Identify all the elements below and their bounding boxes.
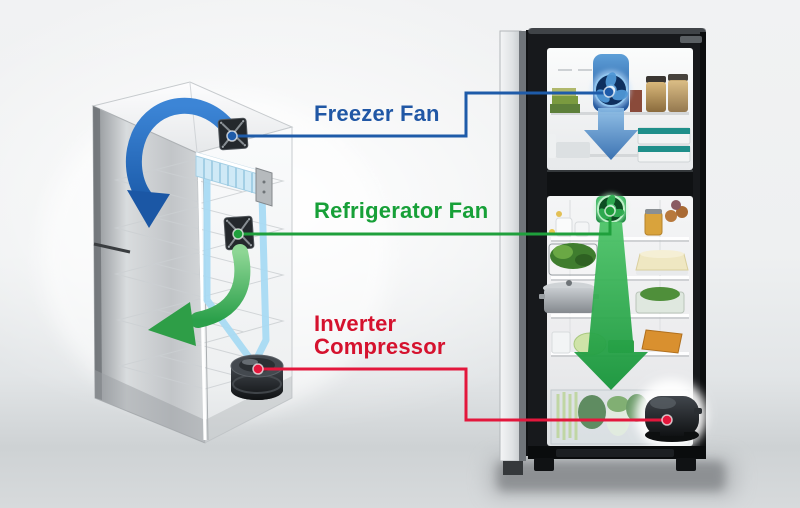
cabinet-right-edge (700, 32, 706, 454)
base-shading-left (95, 370, 205, 443)
freezer-airflow-arrow-icon (584, 108, 638, 160)
inverter-compressor-label: Inverter Compressor (314, 312, 446, 358)
inverter-compressor-label-line1: Inverter (314, 311, 397, 336)
freezer-shelf (551, 154, 689, 157)
compartment-divider (547, 170, 693, 196)
cool-air-arrow-icon (148, 244, 251, 346)
inverter-compressor-label-line2: Compressor (314, 334, 446, 359)
freezer-fan-icon (591, 54, 631, 112)
compressor-icon (635, 379, 707, 451)
refrigerator-items (539, 200, 690, 445)
evaporator-icon (195, 151, 273, 207)
hinge (680, 36, 702, 43)
cold-air-arrow-icon (125, 97, 234, 228)
fridge-photo (486, 28, 738, 499)
left-edge-shading (93, 106, 102, 400)
freezer-items (548, 74, 691, 163)
refrigerator-fan-connector (232, 205, 616, 240)
divider-edge (547, 170, 693, 172)
freezer-fan-label-text: Freezer Fan (314, 101, 440, 126)
inverter-compressor-connector (252, 363, 673, 426)
refrigerator-fan-label: Refrigerator Fan (314, 199, 488, 222)
freezer-fan-label: Freezer Fan (314, 102, 440, 125)
refrigerator-fan-label-text: Refrigerator Fan (314, 198, 489, 223)
edge-highlight (197, 155, 207, 441)
callout-connectors (226, 86, 673, 426)
open-door (499, 30, 526, 475)
door-seam (93, 242, 131, 254)
coolant-tube-icon (203, 176, 270, 363)
refrigerator-airflow-arrow-icon (574, 222, 648, 390)
compressor-icon (230, 354, 284, 400)
freezer-fan-connector (226, 86, 615, 142)
cabinet-top-highlight (528, 28, 706, 34)
transparent-fridge-illustration (40, 81, 390, 444)
plinth (528, 446, 706, 471)
